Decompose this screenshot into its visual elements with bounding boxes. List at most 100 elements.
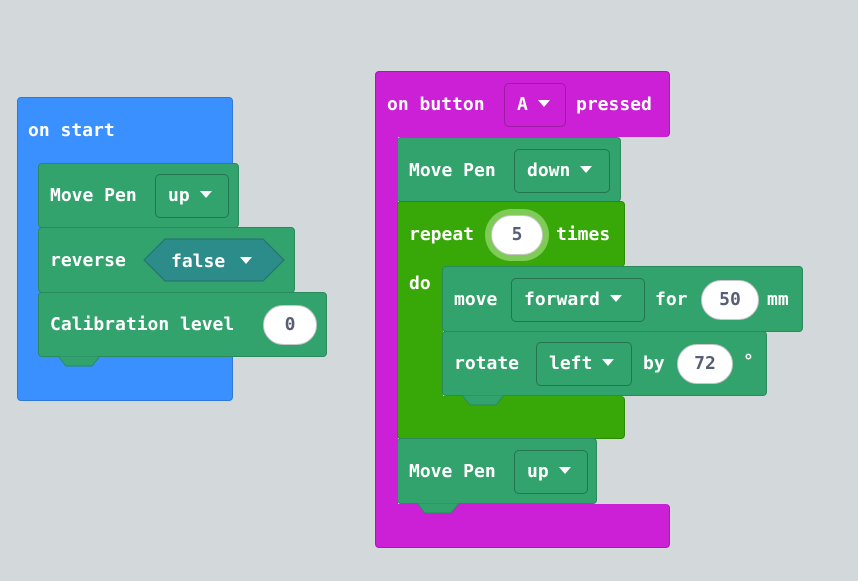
calibration-label: Calibration level	[50, 314, 235, 335]
for-label: for	[655, 289, 688, 310]
grid-cross: +	[354, 161, 366, 177]
by-label: by	[643, 353, 665, 374]
move-pen-label: Move Pen	[409, 160, 496, 181]
grid-cross: +	[842, 39, 854, 55]
dropdown-arrow-icon	[580, 165, 593, 173]
grid-cross: +	[842, 527, 854, 543]
grid-cross: +	[293, 100, 305, 116]
grid-cross: +	[842, 161, 854, 177]
grid-cross: +	[598, 39, 610, 55]
grid-cross: +	[49, 39, 61, 55]
grid-cross: +	[842, 222, 854, 238]
move-pen-up-block-2[interactable]: Move Pen up	[397, 438, 597, 504]
grid-cross: +	[49, 405, 61, 421]
move-direction-dropdown[interactable]: forward	[511, 278, 645, 322]
pen-state-value: up	[527, 461, 549, 482]
pressed-label: pressed	[576, 94, 652, 115]
grid-cross: +	[110, 405, 122, 421]
grid-cross: +	[720, 222, 732, 238]
dropdown-arrow-icon	[537, 99, 550, 107]
grid-cross: +	[781, 405, 793, 421]
grid-cross: +	[49, 527, 61, 543]
repeat-count-input[interactable]: 5	[491, 215, 543, 255]
grid-cross: +	[720, 39, 732, 55]
grid-cross: +	[232, 39, 244, 55]
pen-state-dropdown[interactable]: down	[514, 149, 610, 193]
grid-cross: +	[781, 161, 793, 177]
grid-cross: +	[354, 283, 366, 299]
move-distance-input[interactable]: 50	[701, 280, 759, 320]
grid-cross: +	[720, 100, 732, 116]
boolean-value-dropdown[interactable]: false	[143, 238, 285, 282]
grid-cross: +	[354, 405, 366, 421]
grid-cross: +	[415, 39, 427, 55]
move-direction-value: forward	[524, 289, 600, 310]
grid-cross: +	[293, 161, 305, 177]
grid-cross: +	[537, 39, 549, 55]
grid-cross: +	[354, 39, 366, 55]
calibration-value-input[interactable]: 0	[263, 305, 317, 345]
rotate-left-block[interactable]: rotate left by 72 °	[442, 331, 767, 396]
on-start-label: on start	[28, 120, 115, 141]
rotate-direction-value: left	[549, 353, 593, 374]
grid-cross: +	[781, 39, 793, 55]
grid-cross: +	[110, 39, 122, 55]
move-label: move	[454, 289, 498, 310]
grid-cross: +	[354, 344, 366, 360]
grid-cross: +	[781, 466, 793, 482]
grid-cross: +	[842, 100, 854, 116]
grid-cross: +	[293, 466, 305, 482]
rotate-angle-input[interactable]: 72	[677, 344, 733, 384]
dropdown-arrow-icon	[558, 466, 571, 474]
grid-cross: +	[354, 222, 366, 238]
move-forward-block[interactable]: move forward for 50 mm	[442, 266, 803, 332]
boolean-value-text: false	[171, 251, 225, 272]
grid-cross: +	[720, 405, 732, 421]
dropdown-arrow-icon	[602, 358, 615, 366]
grid-cross: +	[659, 161, 671, 177]
pen-state-value: up	[168, 185, 190, 206]
grid-cross: +	[171, 527, 183, 543]
dropdown-arrow-icon	[240, 257, 252, 264]
block-notch	[407, 503, 460, 514]
block-notch	[452, 395, 505, 406]
mm-unit-label: mm	[767, 289, 789, 310]
move-pen-label: Move Pen	[409, 461, 496, 482]
grid-cross: +	[49, 466, 61, 482]
button-select-dropdown[interactable]: A	[504, 83, 566, 127]
grid-cross: +	[293, 527, 305, 543]
grid-cross: +	[293, 283, 305, 299]
times-label: times	[556, 224, 611, 245]
grid-cross: +	[232, 405, 244, 421]
move-pen-label: Move Pen	[50, 185, 137, 206]
repeat-loop-footer	[397, 396, 625, 439]
grid-cross: +	[659, 466, 671, 482]
repeat-loop-arm: do	[397, 266, 443, 398]
pen-state-dropdown[interactable]: up	[155, 174, 229, 218]
grid-cross: +	[110, 466, 122, 482]
grid-cross: +	[293, 39, 305, 55]
grid-cross: +	[598, 466, 610, 482]
block-notch	[48, 356, 101, 367]
grid-cross: +	[720, 527, 732, 543]
grid-cross: +	[659, 222, 671, 238]
grid-cross: +	[171, 405, 183, 421]
grid-cross: +	[476, 39, 488, 55]
pen-state-dropdown[interactable]: up	[514, 450, 588, 494]
calibration-level-block[interactable]: Calibration level 0	[38, 292, 327, 357]
rotate-direction-dropdown[interactable]: left	[536, 342, 632, 386]
rotate-label: rotate	[454, 353, 520, 374]
grid-cross: +	[781, 344, 793, 360]
grid-cross: +	[659, 39, 671, 55]
move-pen-up-block[interactable]: Move Pen up	[38, 163, 239, 228]
repeat-loop-block[interactable]: repeat 5 times	[397, 201, 625, 267]
do-label: do	[409, 273, 431, 294]
on-button-pressed-block[interactable]: on button A pressed	[375, 71, 670, 137]
dropdown-arrow-icon	[199, 190, 212, 198]
grid-cross: +	[659, 405, 671, 421]
move-pen-down-block[interactable]: Move Pen down	[397, 137, 621, 202]
grid-cross: +	[720, 161, 732, 177]
pen-state-value: down	[527, 160, 571, 181]
grid-cross: +	[232, 466, 244, 482]
reverse-block[interactable]: reverse false	[38, 227, 295, 293]
